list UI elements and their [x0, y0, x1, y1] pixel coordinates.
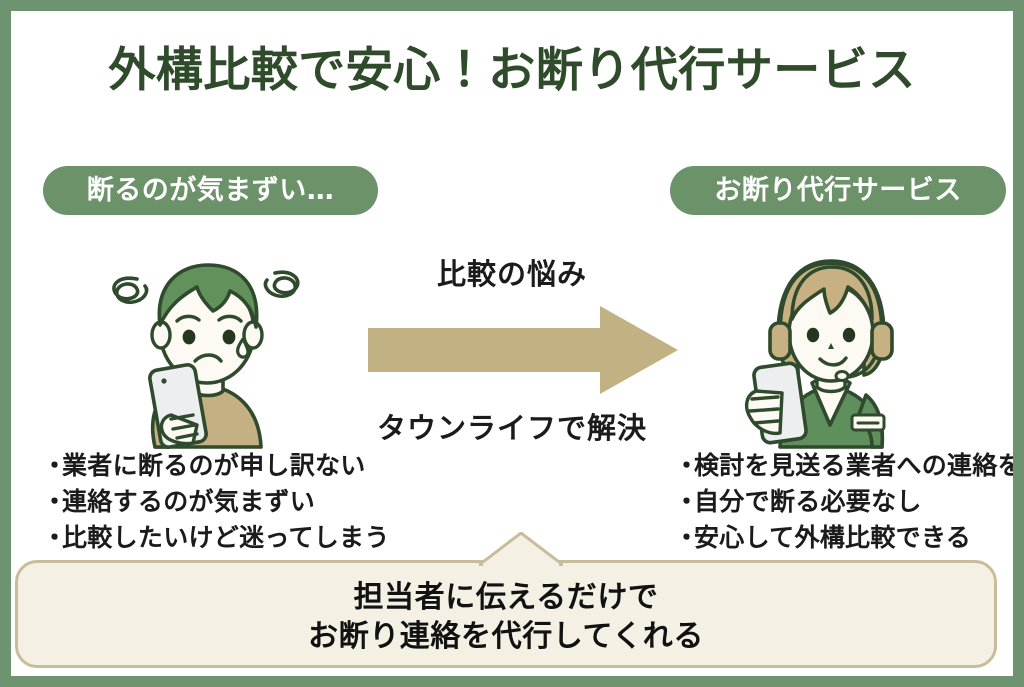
- solution-bullet-list: ・検討を見送る業者への連絡を代行 ・自分で断る必要なし ・安心して外構比較できる: [674, 448, 1013, 556]
- bullet-marker-icon: ・: [674, 523, 700, 552]
- summary-line-2: お断り連絡を代行してくれる: [308, 619, 704, 654]
- badge-solution-label: お断り代行サービス: [714, 175, 962, 206]
- bullet-marker-icon: ・: [42, 523, 68, 552]
- badge-solution: お断り代行サービス: [670, 166, 1006, 215]
- transition-arrow: [368, 304, 678, 396]
- list-item-label: 安心して外構比較できる: [694, 523, 972, 552]
- badge-problem: 断るのが気まずい…: [43, 166, 378, 215]
- bullet-marker-icon: ・: [42, 487, 68, 516]
- list-item: ・業者に断るのが申し訳ない: [42, 448, 390, 484]
- summary-callout-text: 担当者に伝えるだけで お断り連絡を代行してくれる: [18, 578, 994, 656]
- list-item: ・連絡するのが気まずい: [42, 484, 390, 520]
- worried-person-illustration: [93, 239, 323, 449]
- badge-problem-label: 断るのが気まずい…: [86, 175, 335, 206]
- summary-callout: 担当者に伝えるだけで お断り連絡を代行してくれる: [15, 560, 997, 668]
- list-item: ・比較したいけど迷ってしまう: [42, 520, 390, 556]
- list-item-label: 業者に断るのが申し訳ない: [62, 451, 366, 480]
- problem-bullet-list: ・業者に断るのが申し訳ない ・連絡するのが気まずい ・比較したいけど迷ってしまう: [42, 448, 390, 556]
- arrow-label-problem: 比較の悩み: [436, 257, 587, 291]
- arrow-right-icon: [368, 306, 678, 394]
- list-item-label: 検討を見送る業者への連絡を代行: [694, 451, 1013, 480]
- white-canvas: 外構比較で安心！お断り代行サービス 断るのが気まずい… お断り代行サービス: [11, 11, 1013, 676]
- list-item: ・自分で断る必要なし: [674, 484, 1013, 520]
- page-title: 外構比較で安心！お断り代行サービス: [108, 43, 916, 98]
- list-item-label: 比較したいけど迷ってしまう: [62, 523, 390, 552]
- list-item-label: 自分で断る必要なし: [694, 487, 922, 516]
- callout-pointer: [477, 531, 565, 569]
- bullet-marker-icon: ・: [674, 487, 700, 516]
- list-item-label: 連絡するのが気まずい: [62, 487, 316, 516]
- operator-illustration: [716, 239, 946, 449]
- bullet-marker-icon: ・: [674, 451, 700, 480]
- summary-line-1: 担当者に伝えるだけで: [353, 580, 659, 615]
- list-item: ・安心して外構比較できる: [674, 520, 1013, 556]
- list-item: ・検討を見送る業者への連絡を代行: [674, 448, 1013, 484]
- bullet-marker-icon: ・: [42, 451, 68, 480]
- arrow-label-solution: タウンライフで解決: [376, 411, 647, 445]
